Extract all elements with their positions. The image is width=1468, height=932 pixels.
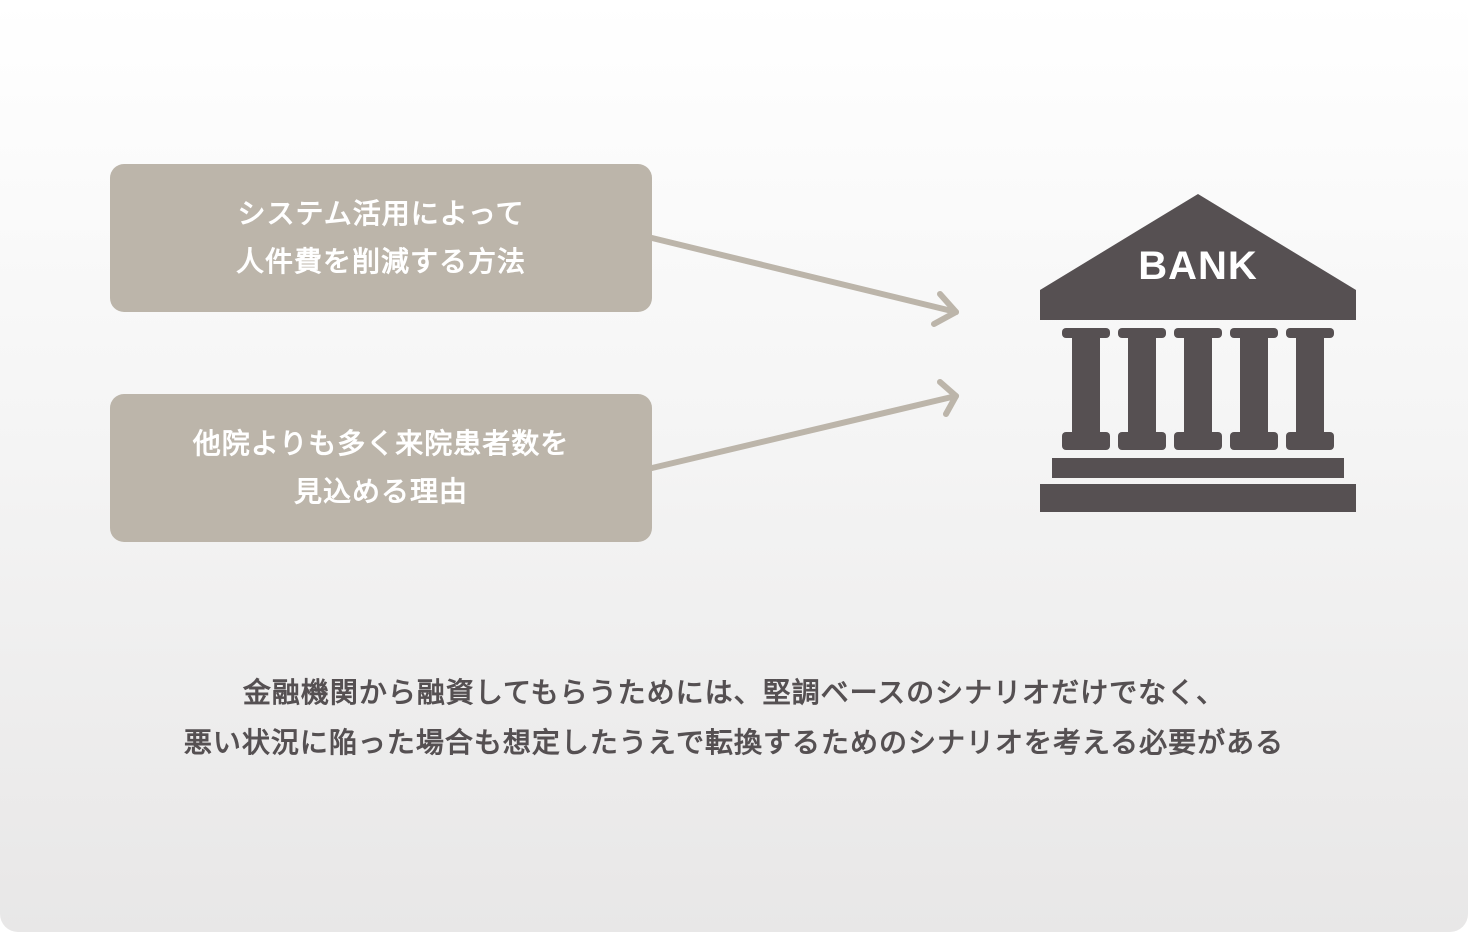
bank-roof	[1040, 194, 1356, 320]
caption: 金融機関から融資してもらうためには、堅調ベースのシナリオだけでなく、 悪い状況に…	[0, 668, 1468, 768]
reason-box-patient-count: 他院よりも多く来院患者数を 見込める理由	[110, 394, 652, 542]
bank-icon-graphic	[1040, 194, 1356, 512]
reason-box-patient-count-line2: 見込める理由	[293, 475, 468, 508]
arrow-bottom	[649, 379, 959, 471]
bank-building-icon: BANK	[1038, 192, 1358, 514]
method-box-staff-cost: システム活用によって 人件費を削減する方法	[110, 164, 652, 312]
bank-step-upper	[1052, 458, 1344, 478]
arrow-top	[649, 235, 959, 327]
bank-columns	[1062, 328, 1334, 450]
method-box-staff-cost-line2: 人件費を削減する方法	[235, 245, 526, 278]
caption-line2: 悪い状況に陥った場合も想定したうえで転換するためのシナリオを考える必要がある	[183, 726, 1285, 759]
reason-box-patient-count-line1: 他院よりも多く来院患者数を	[192, 427, 570, 460]
bank-step-lower	[1040, 484, 1356, 512]
bank-label: BANK	[1138, 244, 1258, 288]
caption-line1: 金融機関から融資してもらうためには、堅調ベースのシナリオだけでなく、	[242, 676, 1226, 709]
method-box-staff-cost-line1: システム活用によって	[237, 197, 525, 230]
